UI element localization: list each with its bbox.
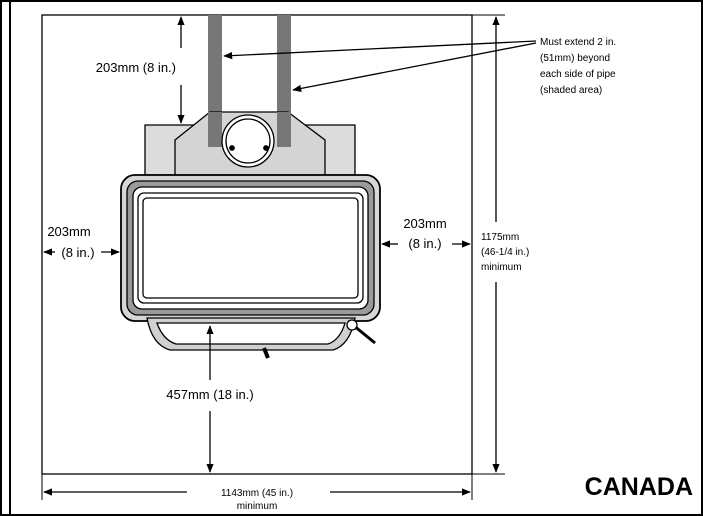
stove-ash-lip-inner	[156, 322, 346, 345]
dimension-arrows	[43, 16, 537, 496]
depth-label-line3: minimum	[481, 262, 522, 273]
collar-screw-left	[229, 145, 235, 151]
width-label-line1: 1143mm (45 in.)	[221, 488, 293, 499]
right-clearance-label-line2: (8 in.)	[408, 236, 441, 251]
pipe-note-leader-right	[292, 42, 537, 93]
width-label-line2: minimum	[237, 501, 278, 512]
region-label: CANADA	[585, 473, 693, 501]
left-clearance-label-line1: 203mm	[47, 224, 90, 239]
right-pipe-over	[277, 112, 291, 147]
depth-label-line2: (46-1/4 in.)	[481, 247, 529, 258]
depth-label-line1: 1175mm	[481, 232, 519, 243]
front-clearance-label: 457mm (18 in.)	[166, 387, 253, 402]
left-pipe-over	[208, 112, 222, 147]
pipe-note-line1: Must extend 2 in.	[540, 37, 616, 48]
pipe-note-line3: each side of pipe	[540, 69, 616, 80]
stove-glass	[142, 197, 359, 299]
left-clearance-label-line2: (8 in.)	[61, 245, 94, 260]
pipe-note-leader-left	[223, 40, 537, 60]
pipe-note-line2: (51mm) beyond	[540, 53, 610, 64]
pipe-note-line4: (shaded area)	[540, 85, 602, 96]
flue-collar-inner	[225, 118, 271, 164]
right-clearance-label-line1: 203mm	[403, 216, 446, 231]
top-clearance-label: 203mm (8 in.)	[96, 60, 176, 75]
stove-drawing	[120, 111, 381, 359]
stove-handle-knob	[346, 319, 358, 331]
collar-screw-right	[263, 145, 269, 151]
air-control-lever	[262, 347, 270, 359]
